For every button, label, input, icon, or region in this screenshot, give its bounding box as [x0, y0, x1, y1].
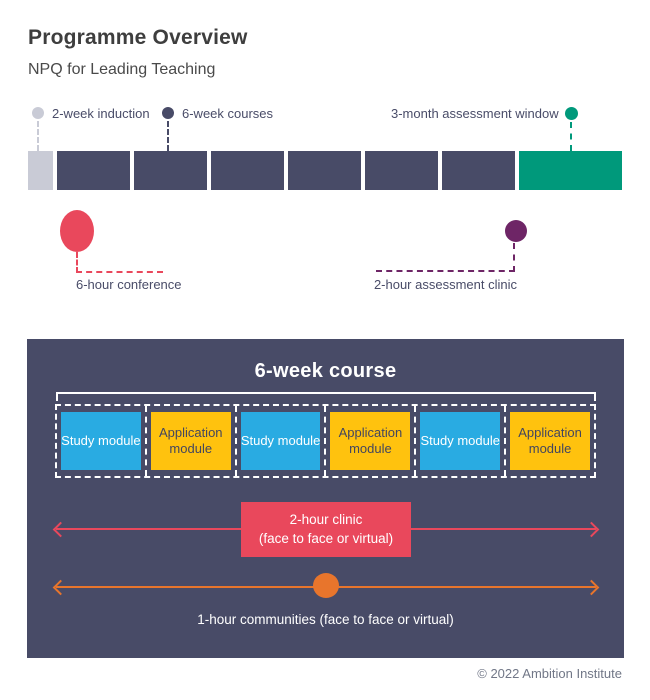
clinic-callout-line2: (face to face or virtual) — [258, 530, 394, 546]
courses-legend-dot — [162, 107, 174, 119]
courses-legend-label: 6-week courses — [182, 106, 274, 121]
module-cell: Application module — [326, 406, 417, 476]
courses-drop-line — [167, 121, 169, 151]
conference-label: 6-hour conference — [76, 277, 182, 292]
study-module: Study module — [240, 412, 321, 470]
assessment-clinic-connector-line — [376, 243, 515, 272]
assessment-clinic-marker-icon — [505, 220, 527, 242]
communities-label: 1-hour communities (face to face or virt… — [197, 612, 454, 627]
conference-connector-line — [76, 252, 163, 273]
page-subtitle: NPQ for Leading Teaching — [28, 61, 216, 78]
course-panel-title: 6-week course — [254, 360, 397, 382]
clinic-callout: 2-hour clinic (face to face or virtual) — [241, 502, 411, 557]
timeline-block-course — [442, 151, 515, 190]
module-cell: Study module — [57, 406, 147, 476]
application-module: Application module — [330, 412, 411, 470]
page-title: Programme Overview — [28, 26, 248, 49]
arrow-right-icon — [583, 579, 600, 595]
arrow-left-icon — [52, 521, 69, 537]
timeline-block-course — [57, 151, 130, 190]
arrow-left-icon — [52, 579, 69, 595]
induction-drop-line — [37, 121, 39, 151]
module-cell: Application module — [506, 406, 594, 476]
induction-legend-dot — [32, 107, 44, 119]
module-cell: Study module — [416, 406, 507, 476]
course-detail-panel: 6-week course Study module Application m… — [27, 339, 624, 658]
timeline-block-assessment — [519, 151, 622, 190]
module-cell: Application module — [147, 406, 237, 476]
programme-timeline-bar — [28, 151, 622, 190]
timeline-block-course — [365, 151, 438, 190]
communities-midpoint-icon — [313, 573, 339, 598]
timeline-block-course — [134, 151, 207, 190]
course-span-bracket — [56, 392, 596, 401]
timeline-block-course — [288, 151, 361, 190]
assessment-legend-label: 3-month assessment window — [391, 106, 559, 121]
assessment-clinic-label: 2-hour assessment clinic — [373, 277, 517, 292]
assessment-drop-line — [570, 122, 572, 151]
copyright-notice: © 2022 Ambition Institute — [477, 666, 622, 681]
clinic-callout-line1: 2-hour clinic — [289, 512, 363, 528]
application-module: Application module — [510, 412, 590, 470]
arrow-right-icon — [583, 521, 600, 537]
timeline-block-course — [211, 151, 284, 190]
timeline-block-induction — [28, 151, 53, 190]
modules-row: Study module Application module Study mo… — [55, 404, 596, 478]
assessment-legend-dot — [565, 107, 578, 120]
induction-legend-label: 2-week induction — [52, 106, 150, 121]
module-cell: Study module — [237, 406, 327, 476]
conference-marker-icon — [60, 210, 94, 252]
study-module: Study module — [61, 412, 141, 470]
application-module: Application module — [150, 412, 231, 470]
study-module: Study module — [420, 412, 501, 470]
